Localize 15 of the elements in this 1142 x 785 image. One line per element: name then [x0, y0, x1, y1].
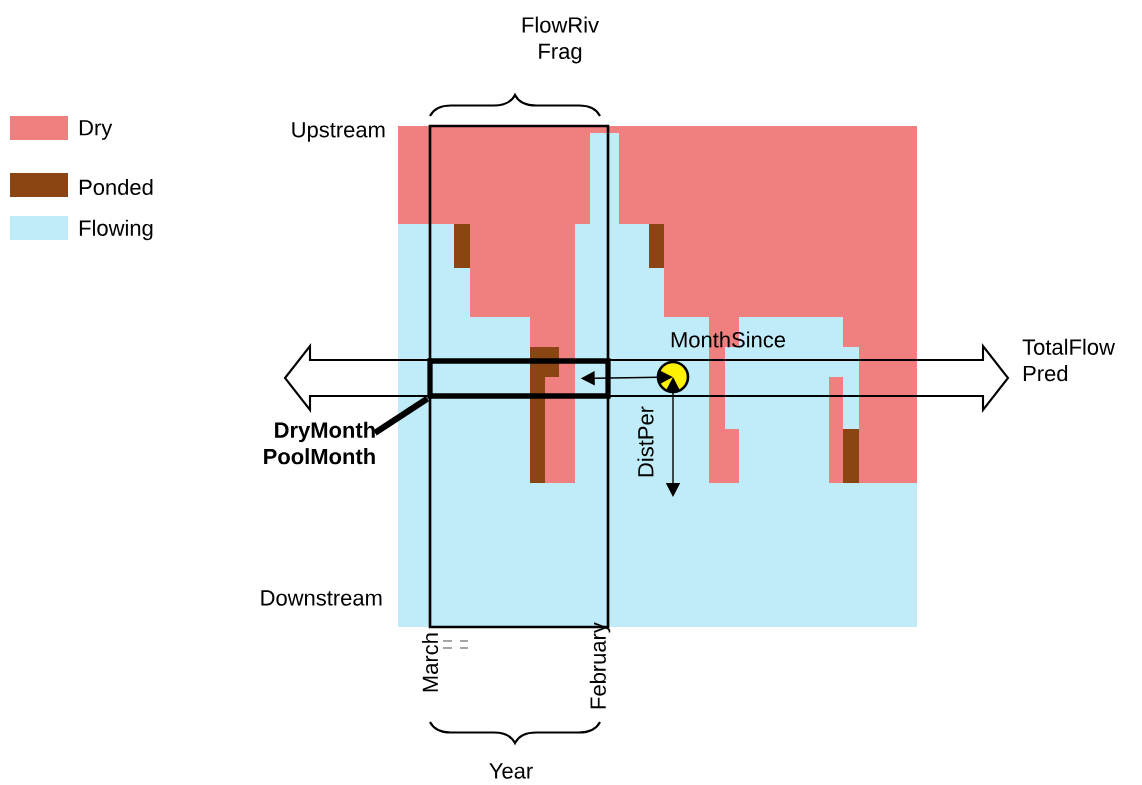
- legend-label: Flowing: [79, 219, 153, 241]
- highlight-box: [427, 358, 611, 399]
- brace-label: Year: [489, 763, 533, 779]
- brace-label: FlowRiv Frag: [522, 16, 599, 64]
- arrow-label: TotalFlow Pred: [1022, 338, 1115, 382]
- edge-label: DistPer: [637, 406, 654, 477]
- edge-label: MonthSince: [671, 331, 786, 348]
- axis-label: Downstream: [261, 590, 382, 606]
- axis-label: Upstream: [292, 122, 385, 142]
- term-label: DryMonth PoolMonth: [264, 421, 375, 465]
- axis-label: March: [421, 633, 439, 692]
- arrow: [665, 377, 681, 497]
- legend-label: Dry: [79, 120, 113, 140]
- legend-label: Ponded: [79, 178, 153, 196]
- axis-label: February: [589, 622, 611, 709]
